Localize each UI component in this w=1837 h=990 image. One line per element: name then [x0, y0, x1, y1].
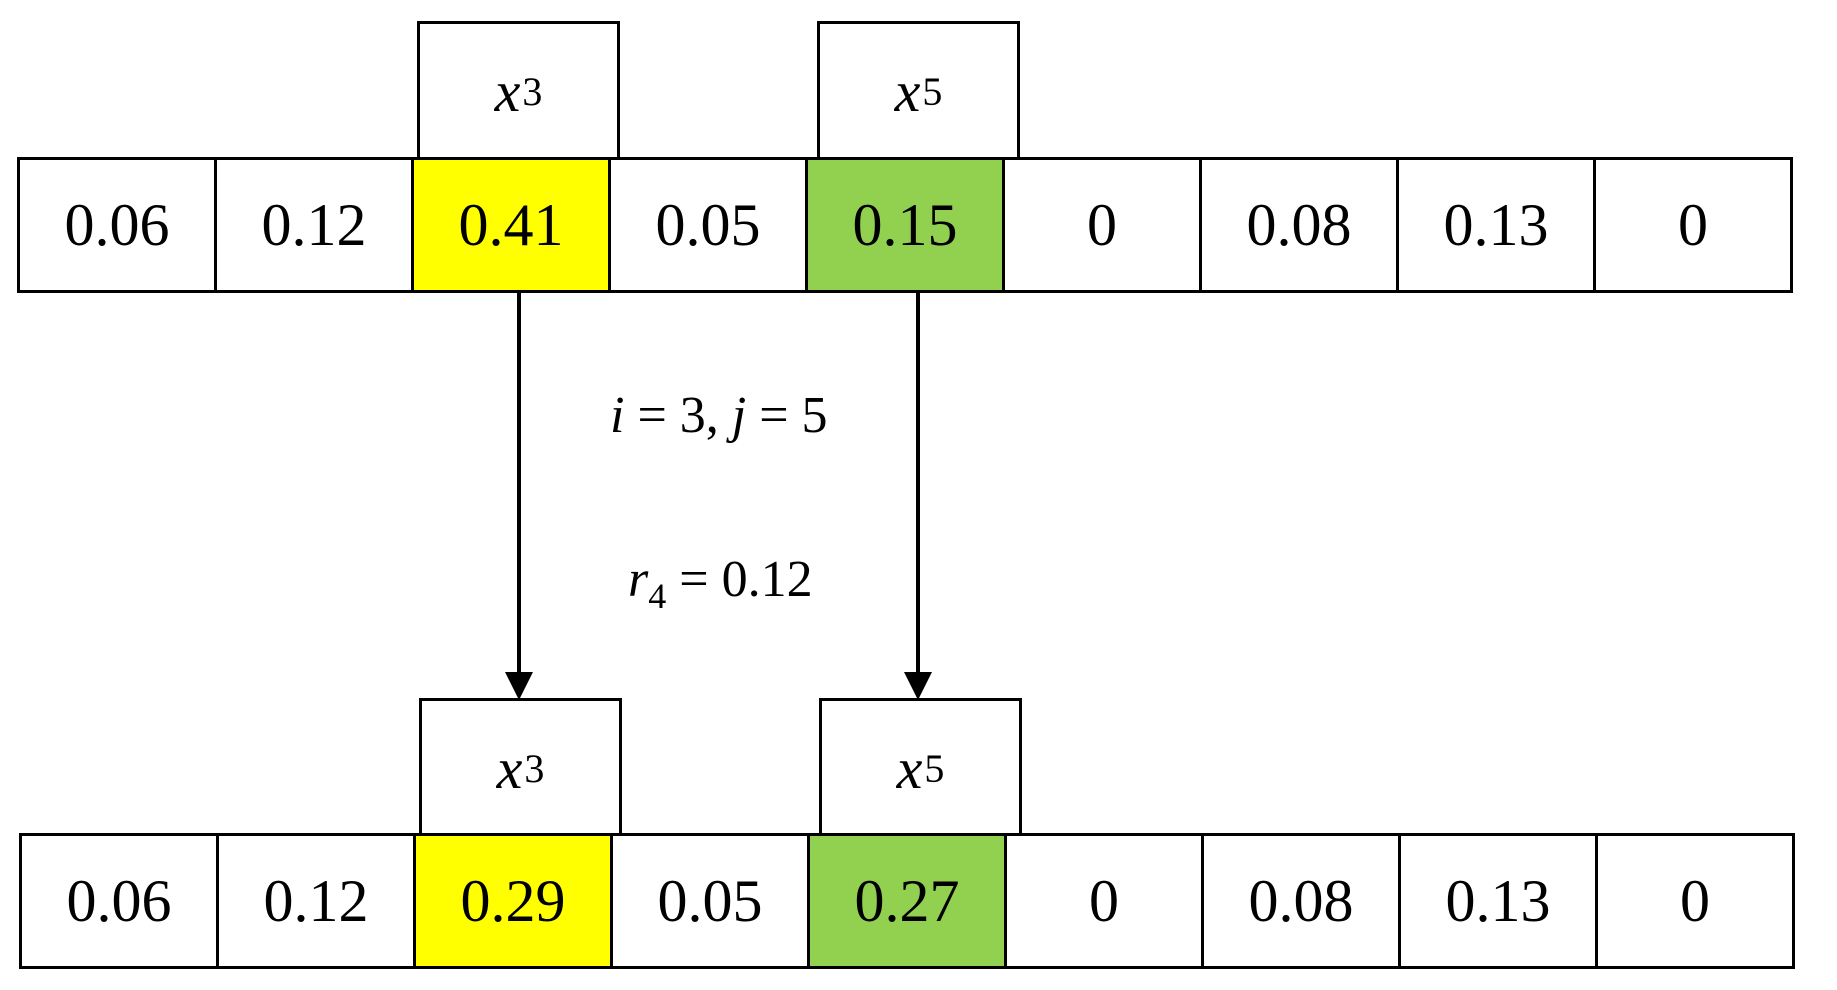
- index-i-rest: = 3,: [624, 387, 732, 444]
- bottom-label-x5-var: x: [896, 735, 923, 801]
- arrow-right-head: [904, 672, 932, 700]
- bottom-label-x3-sub: 3: [524, 745, 545, 791]
- bottom-cell-3: 0.29: [413, 833, 613, 969]
- bottom-cell-8: 0.13: [1398, 833, 1598, 969]
- top-cell-4: 0.05: [608, 157, 808, 293]
- top-cell-9: 0: [1593, 157, 1793, 293]
- index-i-var: i: [610, 387, 625, 444]
- top-cell-1: 0.06: [17, 157, 217, 293]
- bottom-cell-1: 0.06: [19, 833, 219, 969]
- top-cell-6: 0: [1002, 157, 1202, 293]
- random-r-var: r: [628, 551, 649, 608]
- index-equation: i = 3, j = 5: [610, 386, 828, 445]
- bottom-label-x5-sub: 5: [924, 745, 945, 791]
- random-equation: r4 = 0.12: [628, 550, 813, 617]
- bottom-cell-2: 0.12: [216, 833, 416, 969]
- bottom-cell-9: 0: [1595, 833, 1795, 969]
- top-label-x5-var: x: [894, 58, 921, 124]
- top-cell-3: 0.41: [411, 157, 611, 293]
- top-label-x3-var: x: [494, 58, 521, 124]
- index-j-rest: = 5: [746, 387, 828, 444]
- top-cell-8: 0.13: [1396, 157, 1596, 293]
- bottom-cell-5: 0.27: [807, 833, 1007, 969]
- random-r-rest: = 0.12: [666, 551, 813, 608]
- arrow-left-head: [505, 672, 533, 700]
- top-label-x5-sub: 5: [922, 68, 943, 114]
- bottom-cell-4: 0.05: [610, 833, 810, 969]
- top-cell-2: 0.12: [214, 157, 414, 293]
- index-j-var: j: [731, 387, 747, 444]
- bottom-cell-7: 0.08: [1201, 833, 1401, 969]
- bottom-cell-6: 0: [1004, 833, 1204, 969]
- top-cell-5: 0.15: [805, 157, 1005, 293]
- bottom-label-x3-var: x: [496, 735, 523, 801]
- random-r-sub: 4: [648, 576, 667, 616]
- top-label-x3-sub: 3: [522, 68, 543, 114]
